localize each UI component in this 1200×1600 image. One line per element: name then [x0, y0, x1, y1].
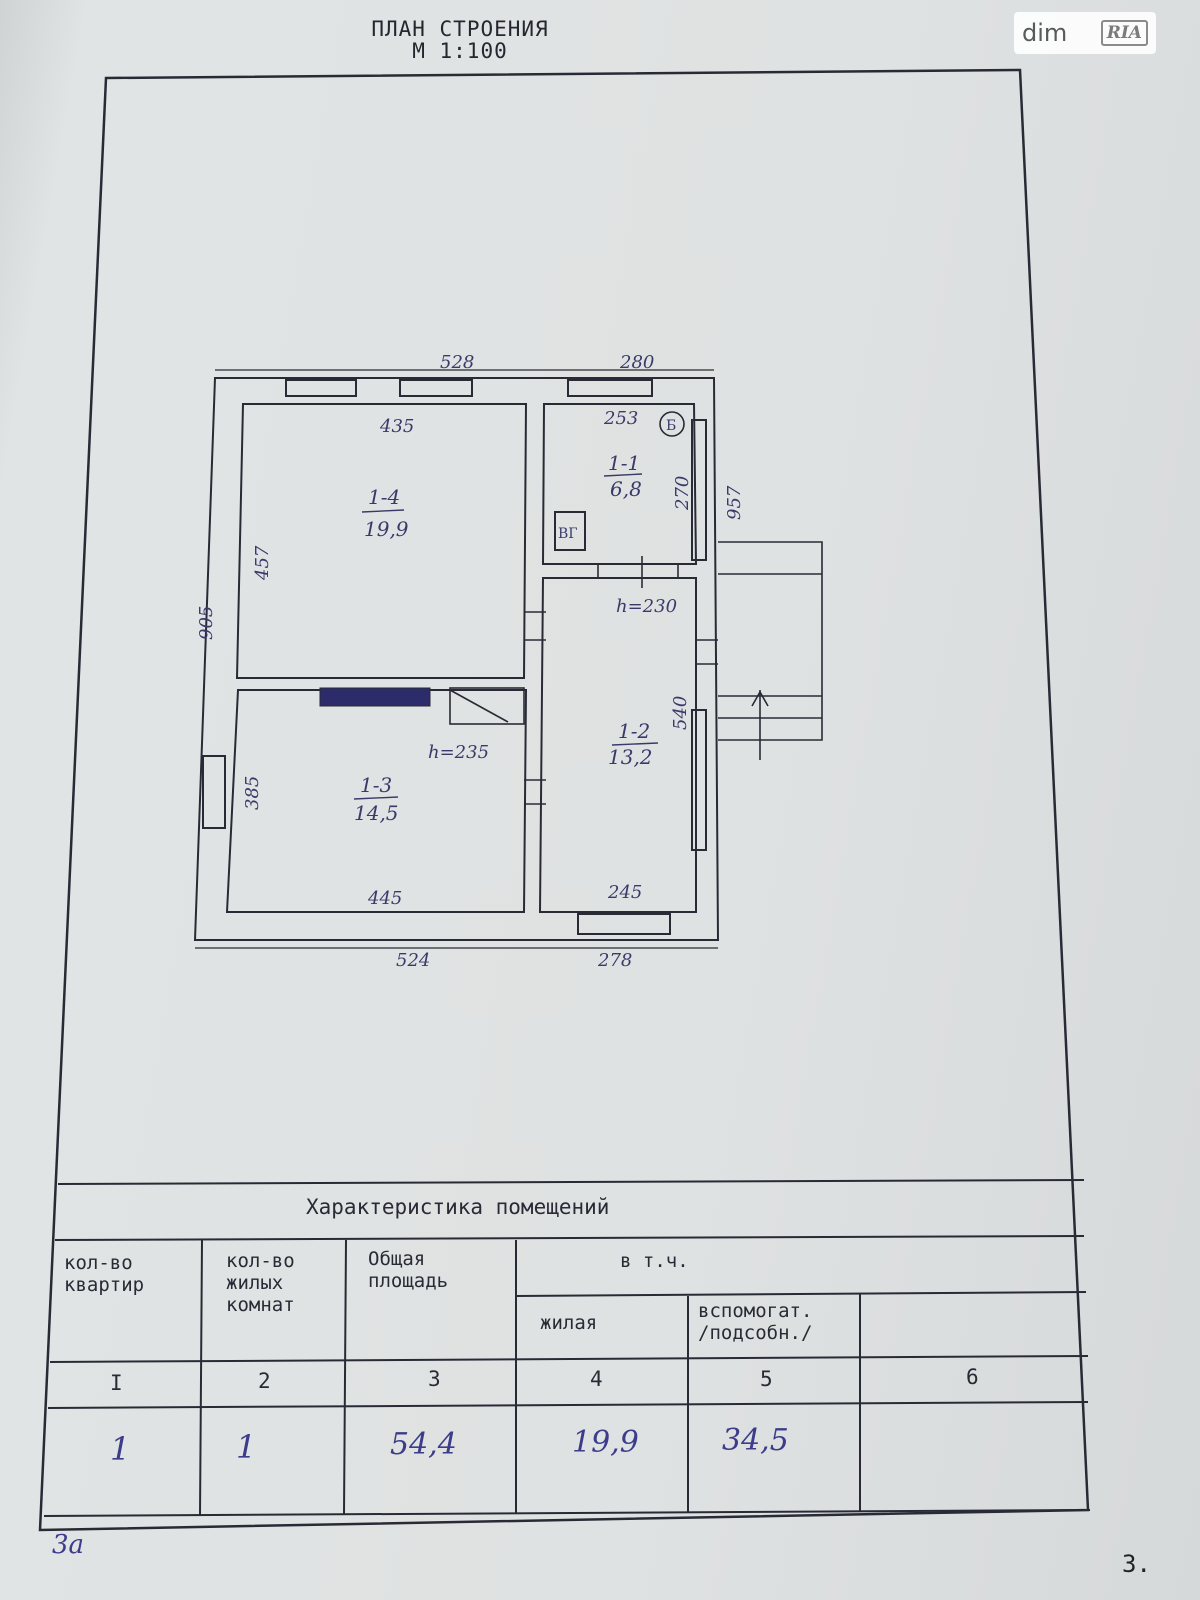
- stair-area: [449, 687, 525, 725]
- ceiling-height-right: h=230: [616, 596, 677, 617]
- ceiling-height-left: h=235: [428, 742, 489, 763]
- room-1-4-area: 19,9: [364, 517, 409, 541]
- col-number-2: 2: [258, 1369, 271, 1393]
- doors: [524, 556, 718, 805]
- col-header-living-area: жилая: [540, 1312, 598, 1334]
- rooms-table-grid: [43, 1179, 1091, 1517]
- room-1-3-area: 14,5: [354, 801, 399, 825]
- col-header-auxiliary-area: вспомогат. /подсобн./: [698, 1300, 813, 1344]
- room-1-2-area: 13,2: [608, 745, 653, 769]
- dim-bottom-left: 524: [396, 950, 430, 971]
- col-number-3: 3: [428, 1367, 441, 1391]
- dim-top-right: 280: [619, 352, 654, 373]
- col-number-5: 5: [760, 1367, 773, 1391]
- room-1-1-id: 1-1: [608, 451, 640, 475]
- col-header-living-rooms: кол-во жилых комнат: [226, 1250, 295, 1316]
- plan-title: ПЛАН СТРОЕНИЯ М 1:100: [330, 18, 590, 62]
- porch: [718, 541, 823, 760]
- stove-symbol: [554, 511, 586, 551]
- value-auxiliary-area: 34,5: [722, 1423, 789, 1458]
- plan-annotations: 528 280 524 278 905 957 435 457 1-4 19,9…: [196, 352, 745, 971]
- value-living-rooms: 1: [236, 1428, 257, 1466]
- sheet-frame: [38, 68, 1090, 1532]
- dim-top-left: 528: [440, 352, 474, 373]
- room-marker-circle: [659, 411, 685, 437]
- windows: [202, 379, 707, 935]
- built-in-fixture: [319, 687, 431, 707]
- room-1-2-width: 245: [607, 882, 642, 903]
- dim-right-side: 957: [724, 485, 745, 520]
- col-header-group: в т.ч.: [620, 1250, 689, 1272]
- plan-title-line1: ПЛАН СТРОЕНИЯ: [371, 17, 549, 41]
- room-1-1-area: 6,8: [610, 477, 642, 501]
- room-1-2-height: 540: [670, 696, 691, 730]
- watermark-brand: dim: [1022, 19, 1068, 47]
- room-1-3-id: 1-3: [360, 773, 392, 797]
- dimension-lines: [195, 369, 718, 949]
- value-apartments: 1: [110, 1430, 131, 1468]
- table-title: Характеристика помещений: [306, 1195, 610, 1219]
- value-living-area: 19,9: [572, 1425, 639, 1460]
- room-marker: Б: [666, 418, 676, 434]
- room-1-3-width: 445: [367, 888, 402, 909]
- watermark-badge: RIA: [1100, 20, 1148, 46]
- plan-title-scale: М 1:100: [412, 39, 508, 63]
- room-1-1-height: 270: [672, 476, 693, 511]
- room-1-4-height: 457: [252, 545, 273, 581]
- col-number-4: 4: [590, 1367, 603, 1391]
- room-1-4-id: 1-4: [368, 485, 400, 509]
- corner-note: 3а: [52, 1530, 85, 1560]
- dimria-watermark[interactable]: dim RIA: [1014, 12, 1156, 54]
- page-number: 3.: [1122, 1550, 1151, 1578]
- col-header-total-area: Общая площадь: [368, 1248, 449, 1292]
- col-number-6: 6: [966, 1365, 979, 1389]
- col-header-apartments: кол-во квартир: [64, 1252, 145, 1296]
- col-number-1: I: [110, 1371, 123, 1395]
- dim-bottom-right: 278: [597, 950, 632, 971]
- room-1-2-id: 1-2: [618, 719, 650, 743]
- room-1-1-width: 253: [603, 408, 638, 429]
- stove-label: ВГ: [558, 526, 578, 542]
- room-1-3-height: 385: [242, 776, 263, 810]
- value-total-area: 54,4: [390, 1427, 457, 1462]
- dim-left-side: 905: [196, 606, 217, 640]
- room-1-4-width: 435: [379, 416, 414, 437]
